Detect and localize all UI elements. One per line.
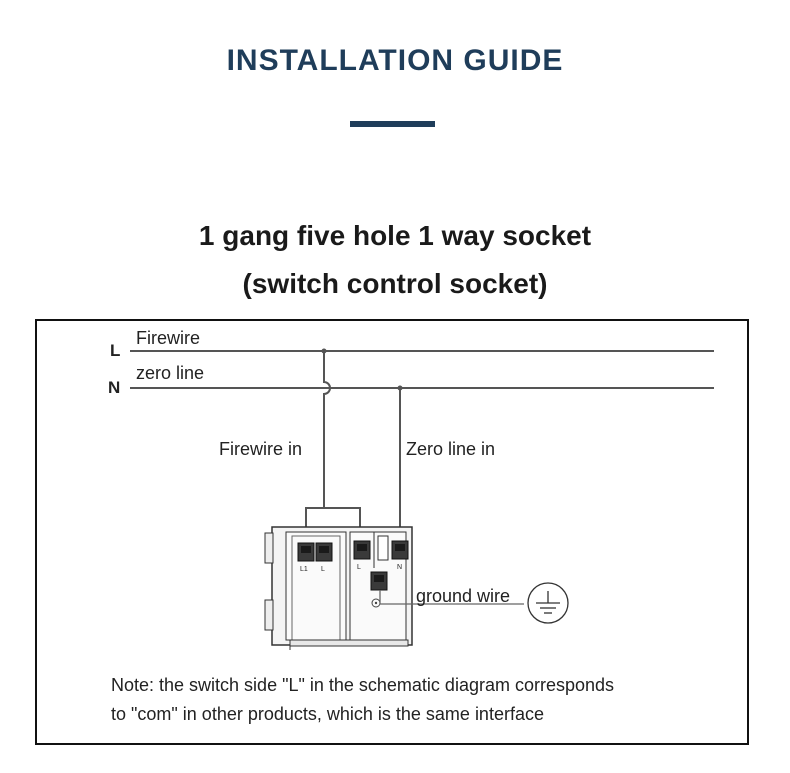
- terminal-l1: [297, 542, 315, 562]
- l-letter: L: [110, 341, 120, 360]
- n-letter: N: [108, 378, 120, 397]
- ground-symbol-icon: [527, 582, 569, 624]
- firewire-in-wire: [305, 351, 361, 528]
- terminal-ground: [370, 571, 388, 591]
- firewire-label: Firewire: [136, 328, 200, 348]
- zero-line-in-label: Zero line in: [406, 439, 495, 459]
- guide-title: INSTALLATION GUIDE: [226, 44, 564, 77]
- firewire-in-label: Firewire in: [219, 439, 302, 459]
- product-title-line1: 1 gang five hole 1 way socket: [198, 220, 592, 251]
- note-line2: to "com" in other products, which is the…: [111, 704, 544, 724]
- terminal-n-label: N: [397, 564, 402, 571]
- ground-wire-label: ground wire: [416, 586, 510, 606]
- zero-line-label: zero line: [136, 363, 204, 383]
- terminal-l1-label: L1: [300, 566, 308, 573]
- zero-junction: [397, 385, 403, 391]
- terminal-l-switch: [353, 540, 371, 560]
- note-line1: Note: the switch side "L" in the schemat…: [111, 675, 614, 695]
- title-underline: [350, 121, 435, 127]
- ground-wire-line: [379, 590, 524, 605]
- socket-module: [264, 526, 413, 650]
- terminal-l-label: L: [321, 566, 325, 573]
- terminal-l-switch-label: L: [357, 564, 361, 571]
- terminal-n: [391, 540, 409, 560]
- firewire-junction: [321, 348, 327, 354]
- product-title-line2: (switch control socket): [242, 268, 548, 299]
- terminal-l: [315, 542, 333, 562]
